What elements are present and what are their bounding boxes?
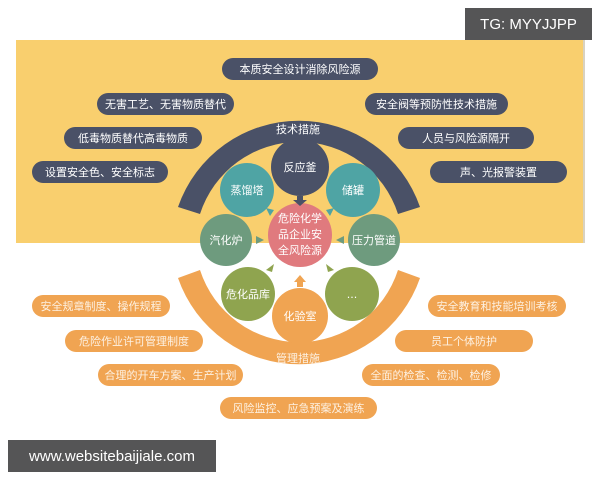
management-arc [178, 270, 420, 365]
source-reactor: 反应釜 [271, 138, 329, 196]
arrow-storage-icon [326, 208, 334, 216]
source-distillation-tower: 蒸馏塔 [220, 163, 274, 217]
source-storage-label: 储罐 [342, 184, 364, 197]
source-distillation-label: 蒸馏塔 [230, 184, 264, 197]
arrow-warehouse-icon [266, 264, 274, 272]
center-label-line1: 危险化学 [278, 212, 322, 225]
arrow-reactor-icon [293, 196, 307, 206]
mgmt-item-inspection: 全面的检查、检测、检修 [362, 364, 500, 386]
arrow-boiler-icon [256, 236, 264, 244]
arrow-more-icon [326, 264, 334, 272]
source-reactor-label: 反应釜 [283, 161, 317, 174]
mgmt-item-training: 安全教育和技能培训考核 [428, 295, 566, 317]
mgmt-item-monitoring: 风险监控、应急预案及演练 [220, 397, 377, 419]
mgmt-item-work-permit: 危险作业许可管理制度 [65, 330, 203, 352]
tech-item-isolation: 人员与风险源隔开 [398, 127, 534, 149]
tech-item-low-toxicity: 低毒物质替代高毒物质 [64, 127, 202, 149]
mgmt-item-ppe: 员工个体防护 [395, 330, 533, 352]
source-boiler-label: 汽化炉 [209, 234, 243, 247]
technical-measures-label: 技术措施 [276, 123, 320, 136]
tech-item-harmless-substitution: 无害工艺、无害物质替代 [97, 93, 234, 115]
source-more: ... [325, 267, 379, 321]
watermark-bottom-left: www.websitebaijiale.com [8, 440, 216, 472]
center-label-line3: 全风险源 [278, 244, 322, 257]
source-storage-tank: 储罐 [326, 163, 380, 217]
source-boiler: 汽化炉 [200, 214, 252, 266]
tech-item-safety-signs: 设置安全色、安全标志 [32, 161, 168, 183]
watermark-top-right: TG: MYYJJPP [465, 8, 592, 40]
mgmt-item-startup-plan: 合理的开车方案、生产计划 [98, 364, 243, 386]
tech-item-alarm-devices: 声、光报警装置 [430, 161, 567, 183]
source-chemical-warehouse: 危化品库 [221, 267, 275, 321]
source-more-label: ... [346, 287, 358, 301]
arrow-lab-icon [294, 275, 306, 287]
management-measures-label: 管理措施 [276, 352, 320, 365]
source-pressure-pipe: 压力管道 [348, 214, 400, 266]
source-pressure-label: 压力管道 [352, 234, 396, 247]
arrow-distillation-icon [266, 208, 274, 216]
center-risk-source: 危险化学 品企业安 全风险源 [268, 203, 332, 267]
center-label-line2: 品企业安 [278, 228, 322, 241]
source-lab: 化验室 [272, 288, 328, 344]
source-warehouse-label: 危化品库 [226, 288, 270, 301]
technical-arc [178, 120, 420, 214]
tech-item-intrinsic-safety: 本质安全设计消除风险源 [222, 58, 378, 80]
mgmt-item-rules: 安全规章制度、操作规程 [32, 295, 170, 317]
tech-item-safety-valves: 安全阀等预防性技术措施 [365, 93, 508, 115]
arrow-pressure-icon [336, 236, 344, 244]
source-lab-label: 化验室 [283, 310, 317, 323]
